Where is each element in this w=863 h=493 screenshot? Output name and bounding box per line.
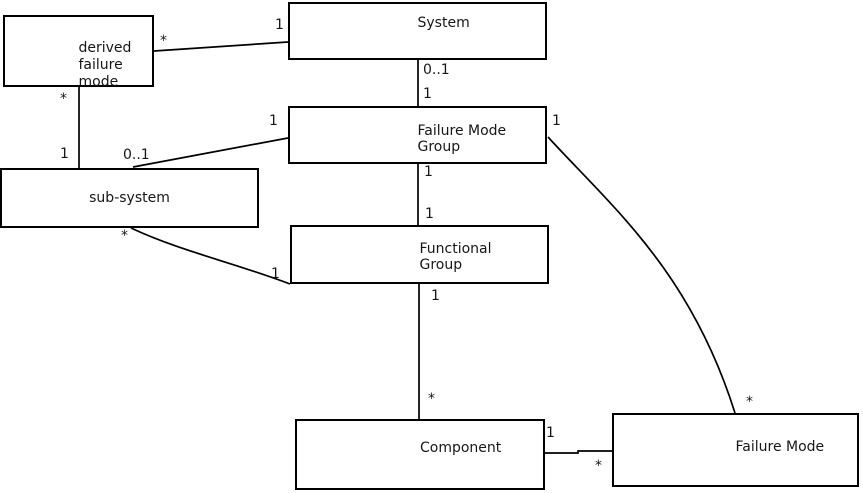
- multiplicity-fmg-failuremode-at-fmg: 1: [552, 113, 561, 129]
- entity-sub-system: sub-system: [0, 168, 259, 228]
- relation-sub-system-functional-group: [130, 227, 291, 285]
- entity-component-label: Component: [420, 440, 501, 456]
- multiplicity-fmg-funcgroup-at-fmg: 1: [424, 164, 433, 180]
- relation-failure-mode-group-failure-mode: [547, 136, 736, 414]
- multiplicity-system-fmg-at-system: 0..1: [423, 62, 450, 78]
- multiplicity-dfm-system-at-dfm: *: [160, 33, 167, 49]
- entity-failure-mode-group: Failure Mode Group: [288, 106, 547, 164]
- entity-system-label: System: [418, 15, 470, 31]
- entity-derived-failure-mode-label: derived failure mode: [79, 40, 132, 91]
- multiplicity-component-failuremode-at-component: 1: [546, 425, 555, 441]
- multiplicity-component-failuremode-at-failuremode: *: [595, 458, 602, 474]
- multiplicity-subsystem-fmg-at-subsystem: 0..1: [123, 147, 150, 163]
- multiplicity-subsystem-funcgroup-at-funcgroup: 1: [271, 266, 280, 282]
- entity-functional-group-label: Functional Group: [420, 241, 492, 273]
- entity-label-line: Failure Mode: [735, 439, 825, 455]
- relation-component-failure-mode: [544, 450, 612, 454]
- entity-label-line: failure: [78, 57, 123, 73]
- multiplicity-fmg-funcgroup-at-funcgroup: 1: [425, 206, 434, 222]
- entity-failure-mode-label: Failure Mode: [736, 439, 825, 455]
- entity-label-line: System: [417, 15, 470, 31]
- entity-label-line: derived: [78, 40, 132, 56]
- entity-sub-system-label: sub-system: [2, 190, 257, 206]
- multiplicity-funcgroup-component-at-funcgroup: 1: [431, 288, 440, 304]
- entity-label-line: Component: [420, 440, 502, 456]
- entity-label-line: sub-system: [89, 190, 170, 206]
- entity-label-line: Group: [417, 139, 461, 155]
- multiplicity-dfm-system-at-system: 1: [275, 17, 284, 33]
- multiplicity-fmg-failuremode-at-failuremode: *: [746, 394, 753, 410]
- entity-component: Component: [295, 419, 545, 490]
- entity-failure-mode-group-label: Failure Mode Group: [418, 123, 507, 155]
- multiplicity-dfm-subsystem-at-subsystem: 1: [60, 146, 69, 162]
- multiplicity-funcgroup-component-at-component: *: [428, 391, 435, 407]
- entity-functional-group: Functional Group: [290, 225, 549, 284]
- entity-failure-mode: Failure Mode: [612, 413, 859, 487]
- entity-derived-failure-mode: derived failure mode: [3, 15, 154, 90]
- relation-sub-system-failure-mode-group: [132, 137, 289, 168]
- multiplicity-dfm-subsystem-at-dfm: *: [60, 91, 67, 107]
- entity-label-line: Failure Mode: [417, 123, 507, 139]
- multiplicity-subsystem-funcgroup-at-subsystem: *: [121, 228, 128, 244]
- entity-system: System: [288, 2, 547, 60]
- entity-label-line: Group: [419, 257, 463, 273]
- entity-label-line: Functional: [419, 241, 492, 257]
- multiplicity-system-fmg-at-fmg: 1: [423, 86, 432, 102]
- multiplicity-subsystem-fmg-at-fmg: 1: [269, 113, 278, 129]
- entity-label-line: mode: [78, 74, 119, 90]
- relation-derived-failure-mode-system: [153, 41, 289, 52]
